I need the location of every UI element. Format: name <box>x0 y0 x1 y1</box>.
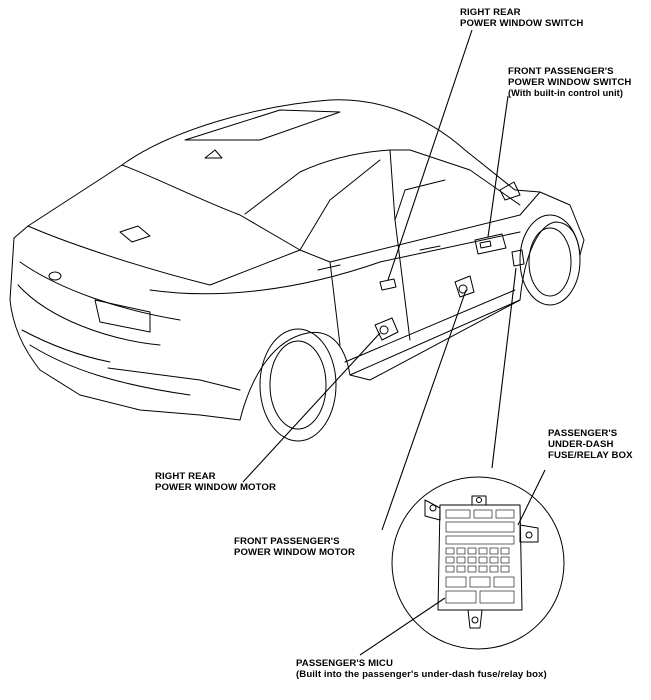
label-line: PASSENGER'S MICU <box>296 658 393 669</box>
label-right-rear-power-window-switch: RIGHT REAR POWER WINDOW SWITCH <box>460 7 583 29</box>
label-passengers-micu: PASSENGER'S MICU (Built into the passeng… <box>296 658 547 680</box>
leader-micu <box>359 597 446 656</box>
car-body <box>9 99 585 442</box>
fuse-grid <box>445 509 515 604</box>
leader-front-passenger-switch <box>487 95 509 238</box>
label-line: (Built into the passenger's under-dash f… <box>296 669 547 680</box>
label-line: POWER WINDOW SWITCH <box>508 77 632 88</box>
label-line: RIGHT REAR <box>155 471 216 482</box>
label-line: POWER WINDOW SWITCH <box>460 18 584 29</box>
fuse-box-detail <box>391 476 565 650</box>
label-line: UNDER-DASH <box>548 439 614 450</box>
label-line: POWER WINDOW MOTOR <box>155 482 277 493</box>
right-rear-switch-part <box>379 278 397 291</box>
right-rear-motor-part <box>374 317 399 341</box>
fuse-box-outline <box>424 495 539 629</box>
leader-fuse-box-circle <box>491 267 517 469</box>
label-line: POWER WINDOW MOTOR <box>234 547 356 558</box>
leader-front-passenger-motor <box>381 289 467 531</box>
label-front-passengers-power-window-switch: FRONT PASSENGER'S POWER WINDOW SWITCH (W… <box>508 66 631 99</box>
label-front-passengers-power-window-motor: FRONT PASSENGER'S POWER WINDOW MOTOR <box>234 536 355 558</box>
leader-right-rear-switch <box>387 29 473 281</box>
label-line: (With built-in control unit) <box>508 88 623 98</box>
label-line: FRONT PASSENGER'S <box>234 536 340 547</box>
leader-lines <box>242 29 546 656</box>
front-passenger-switch-part <box>474 233 507 255</box>
front-passenger-motor-part <box>454 275 475 298</box>
label-right-rear-power-window-motor: RIGHT REAR POWER WINDOW MOTOR <box>155 471 276 493</box>
leader-right-rear-motor <box>242 332 381 483</box>
label-line: FRONT PASSENGER'S <box>508 66 614 77</box>
label-line: PASSENGER'S <box>548 428 618 439</box>
leader-fuse-box-detail <box>517 469 546 526</box>
detail-circle <box>391 476 565 650</box>
label-line: RIGHT REAR <box>460 7 521 18</box>
fuse-box-part-on-car <box>511 249 525 267</box>
label-line: FUSE/RELAY BOX <box>548 450 633 461</box>
label-passengers-under-dash-fuse-relay-box: PASSENGER'S UNDER-DASH FUSE/RELAY BOX <box>548 428 633 461</box>
